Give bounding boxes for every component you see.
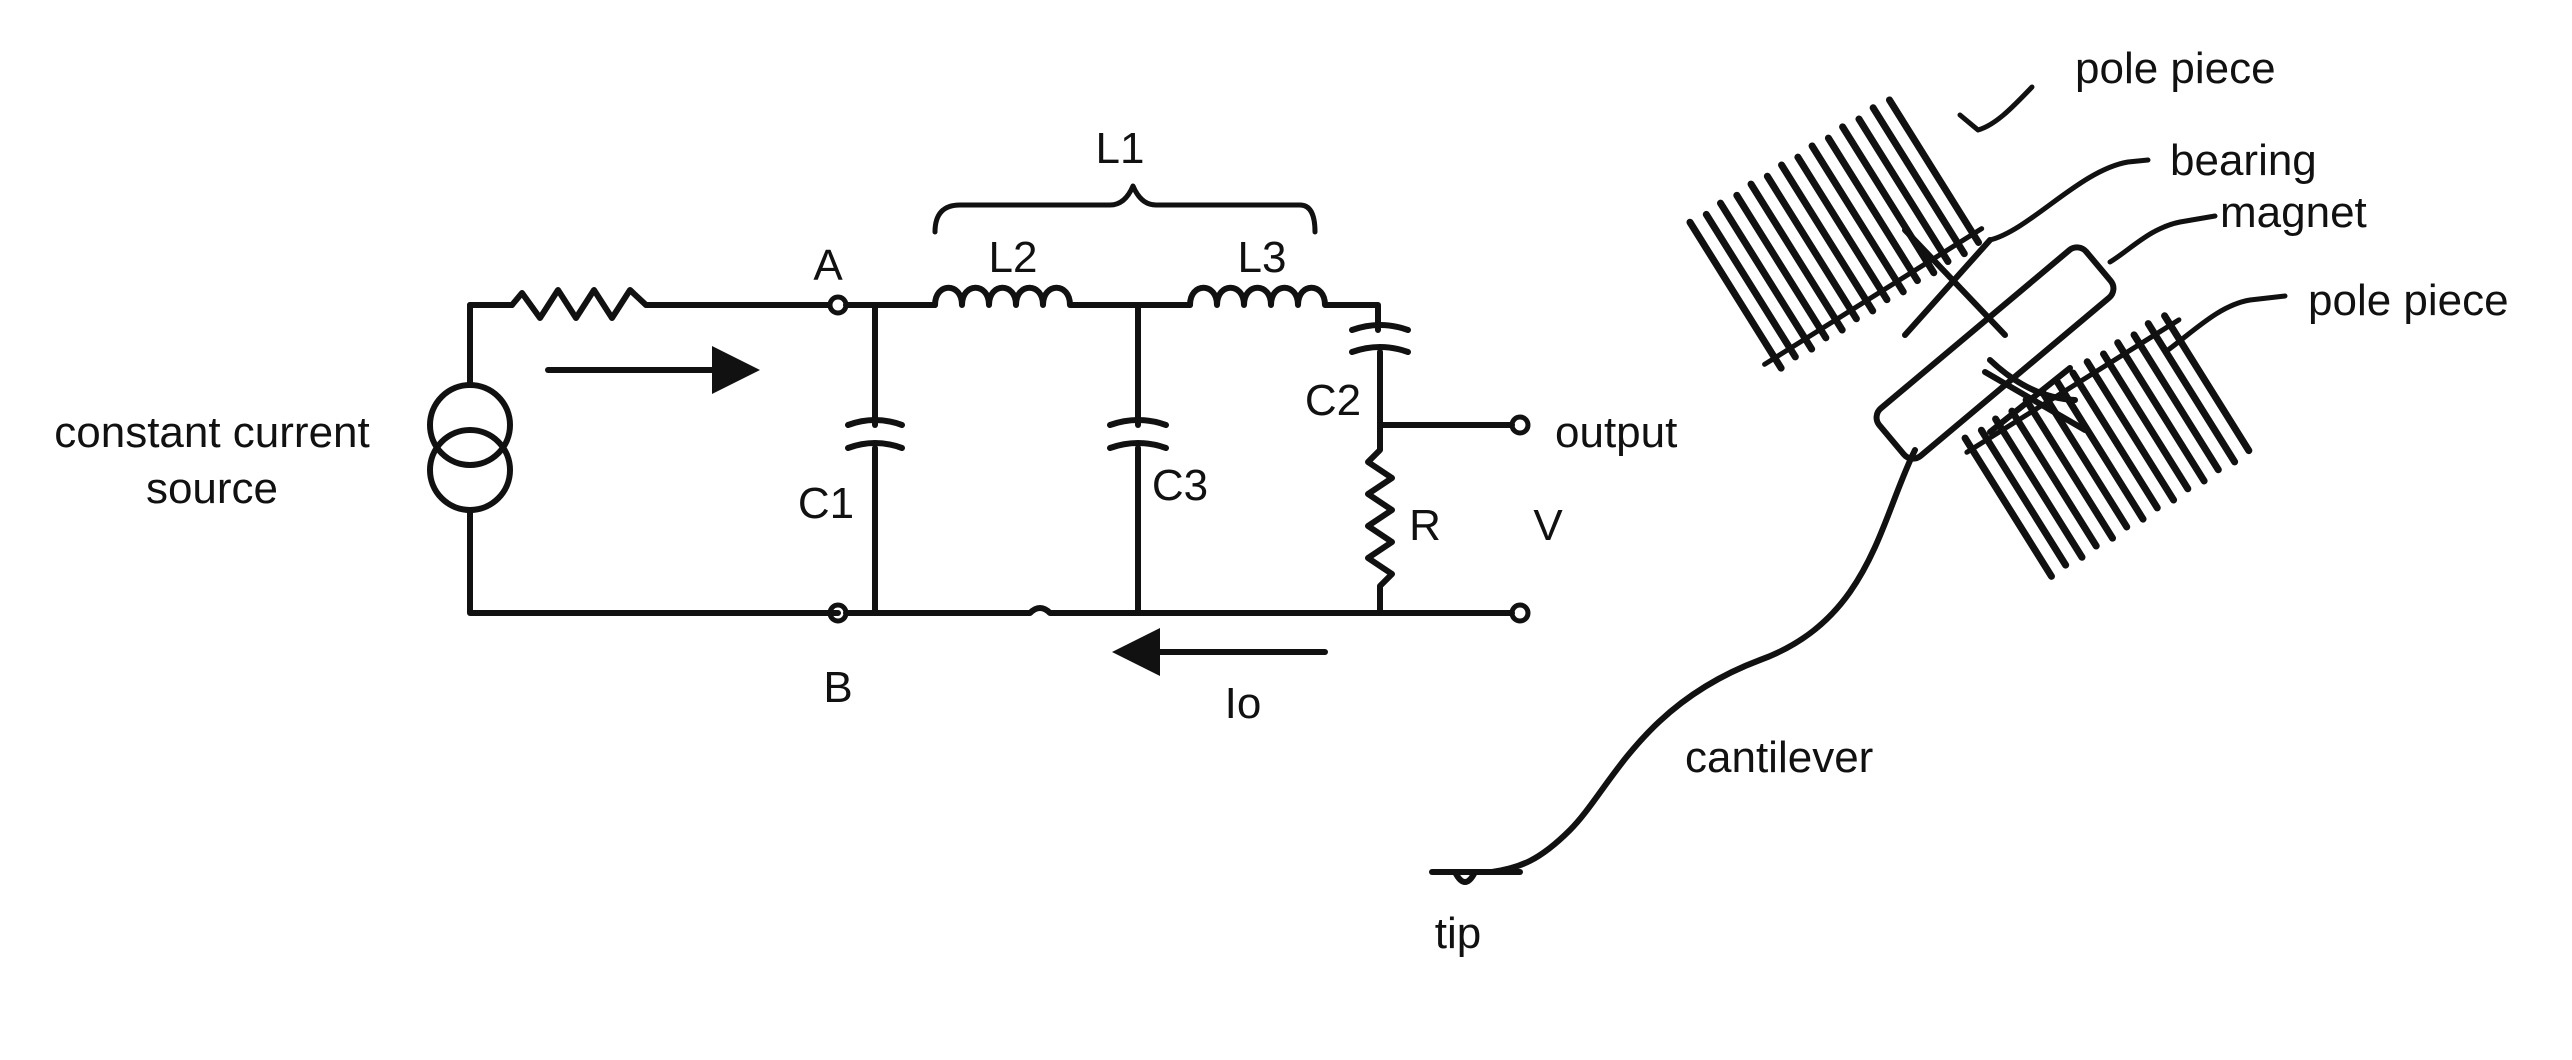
- node-a-label: A: [813, 241, 843, 290]
- pole-piece-lower: [1961, 312, 2253, 580]
- current-arrow-io: [1112, 628, 1328, 676]
- l3-label: L3: [1238, 233, 1287, 282]
- capacitor-c1: [845, 302, 905, 616]
- stylus-tip: [1429, 869, 1523, 885]
- output-terminal-bottom: [1509, 602, 1531, 624]
- bearing-label: bearing: [2170, 136, 2317, 185]
- node-b-label: B: [823, 663, 852, 712]
- c2-label: C2: [1305, 376, 1361, 425]
- magnet-label: magnet: [2220, 188, 2367, 237]
- circuit-diagram: constant current source A B L1 L2 L3 C1 …: [54, 124, 1677, 728]
- cantilever-arm: [1489, 447, 1918, 875]
- leader-pole-piece-right: [2165, 293, 2288, 353]
- current-arrow-right: [545, 346, 760, 394]
- r-label: R: [1409, 501, 1441, 550]
- current-source-symbol: [427, 382, 513, 513]
- cantilever-label: cantilever: [1685, 733, 1873, 782]
- l1-label: L1: [1096, 124, 1145, 173]
- output-label: output: [1555, 408, 1677, 457]
- tip-label: tip: [1435, 909, 1481, 958]
- capacitor-c2: [1349, 322, 1411, 428]
- io-label: Io: [1225, 679, 1262, 728]
- source-label-line2: source: [146, 464, 278, 513]
- resistor-r: [1365, 422, 1395, 616]
- inductor-l2: [932, 284, 1088, 308]
- l1-brace: [932, 183, 1318, 235]
- output-terminal-top: [1509, 414, 1531, 436]
- cartridge-diagram: pole piece bearing magnet pole piece can…: [1429, 44, 2509, 958]
- inductor-l3: [1187, 284, 1338, 308]
- pole-piece-upper: [1681, 96, 1985, 372]
- c3-label: C3: [1152, 461, 1208, 510]
- capacitor-c3: [1107, 302, 1169, 616]
- wire-l3-to-c2: [1332, 302, 1381, 333]
- pole-piece-right-label: pole piece: [2308, 276, 2509, 325]
- pole-piece-top-label: pole piece: [2075, 44, 2276, 93]
- bearing-shape: [1902, 227, 2088, 435]
- source-label-line1: constant current: [54, 408, 370, 457]
- leader-magnet: [2107, 213, 2218, 265]
- magnet-body: [1873, 244, 2117, 462]
- wire-source-bottom: [467, 507, 841, 616]
- l2-label: L2: [989, 233, 1038, 282]
- series-resistor: [509, 287, 831, 321]
- leader-pole-piece-top: [1957, 84, 2035, 133]
- leader-bearing: [1987, 157, 2151, 243]
- c1-label: C1: [798, 479, 854, 528]
- wire-bottom: [843, 605, 1515, 616]
- v-label: V: [1533, 501, 1563, 550]
